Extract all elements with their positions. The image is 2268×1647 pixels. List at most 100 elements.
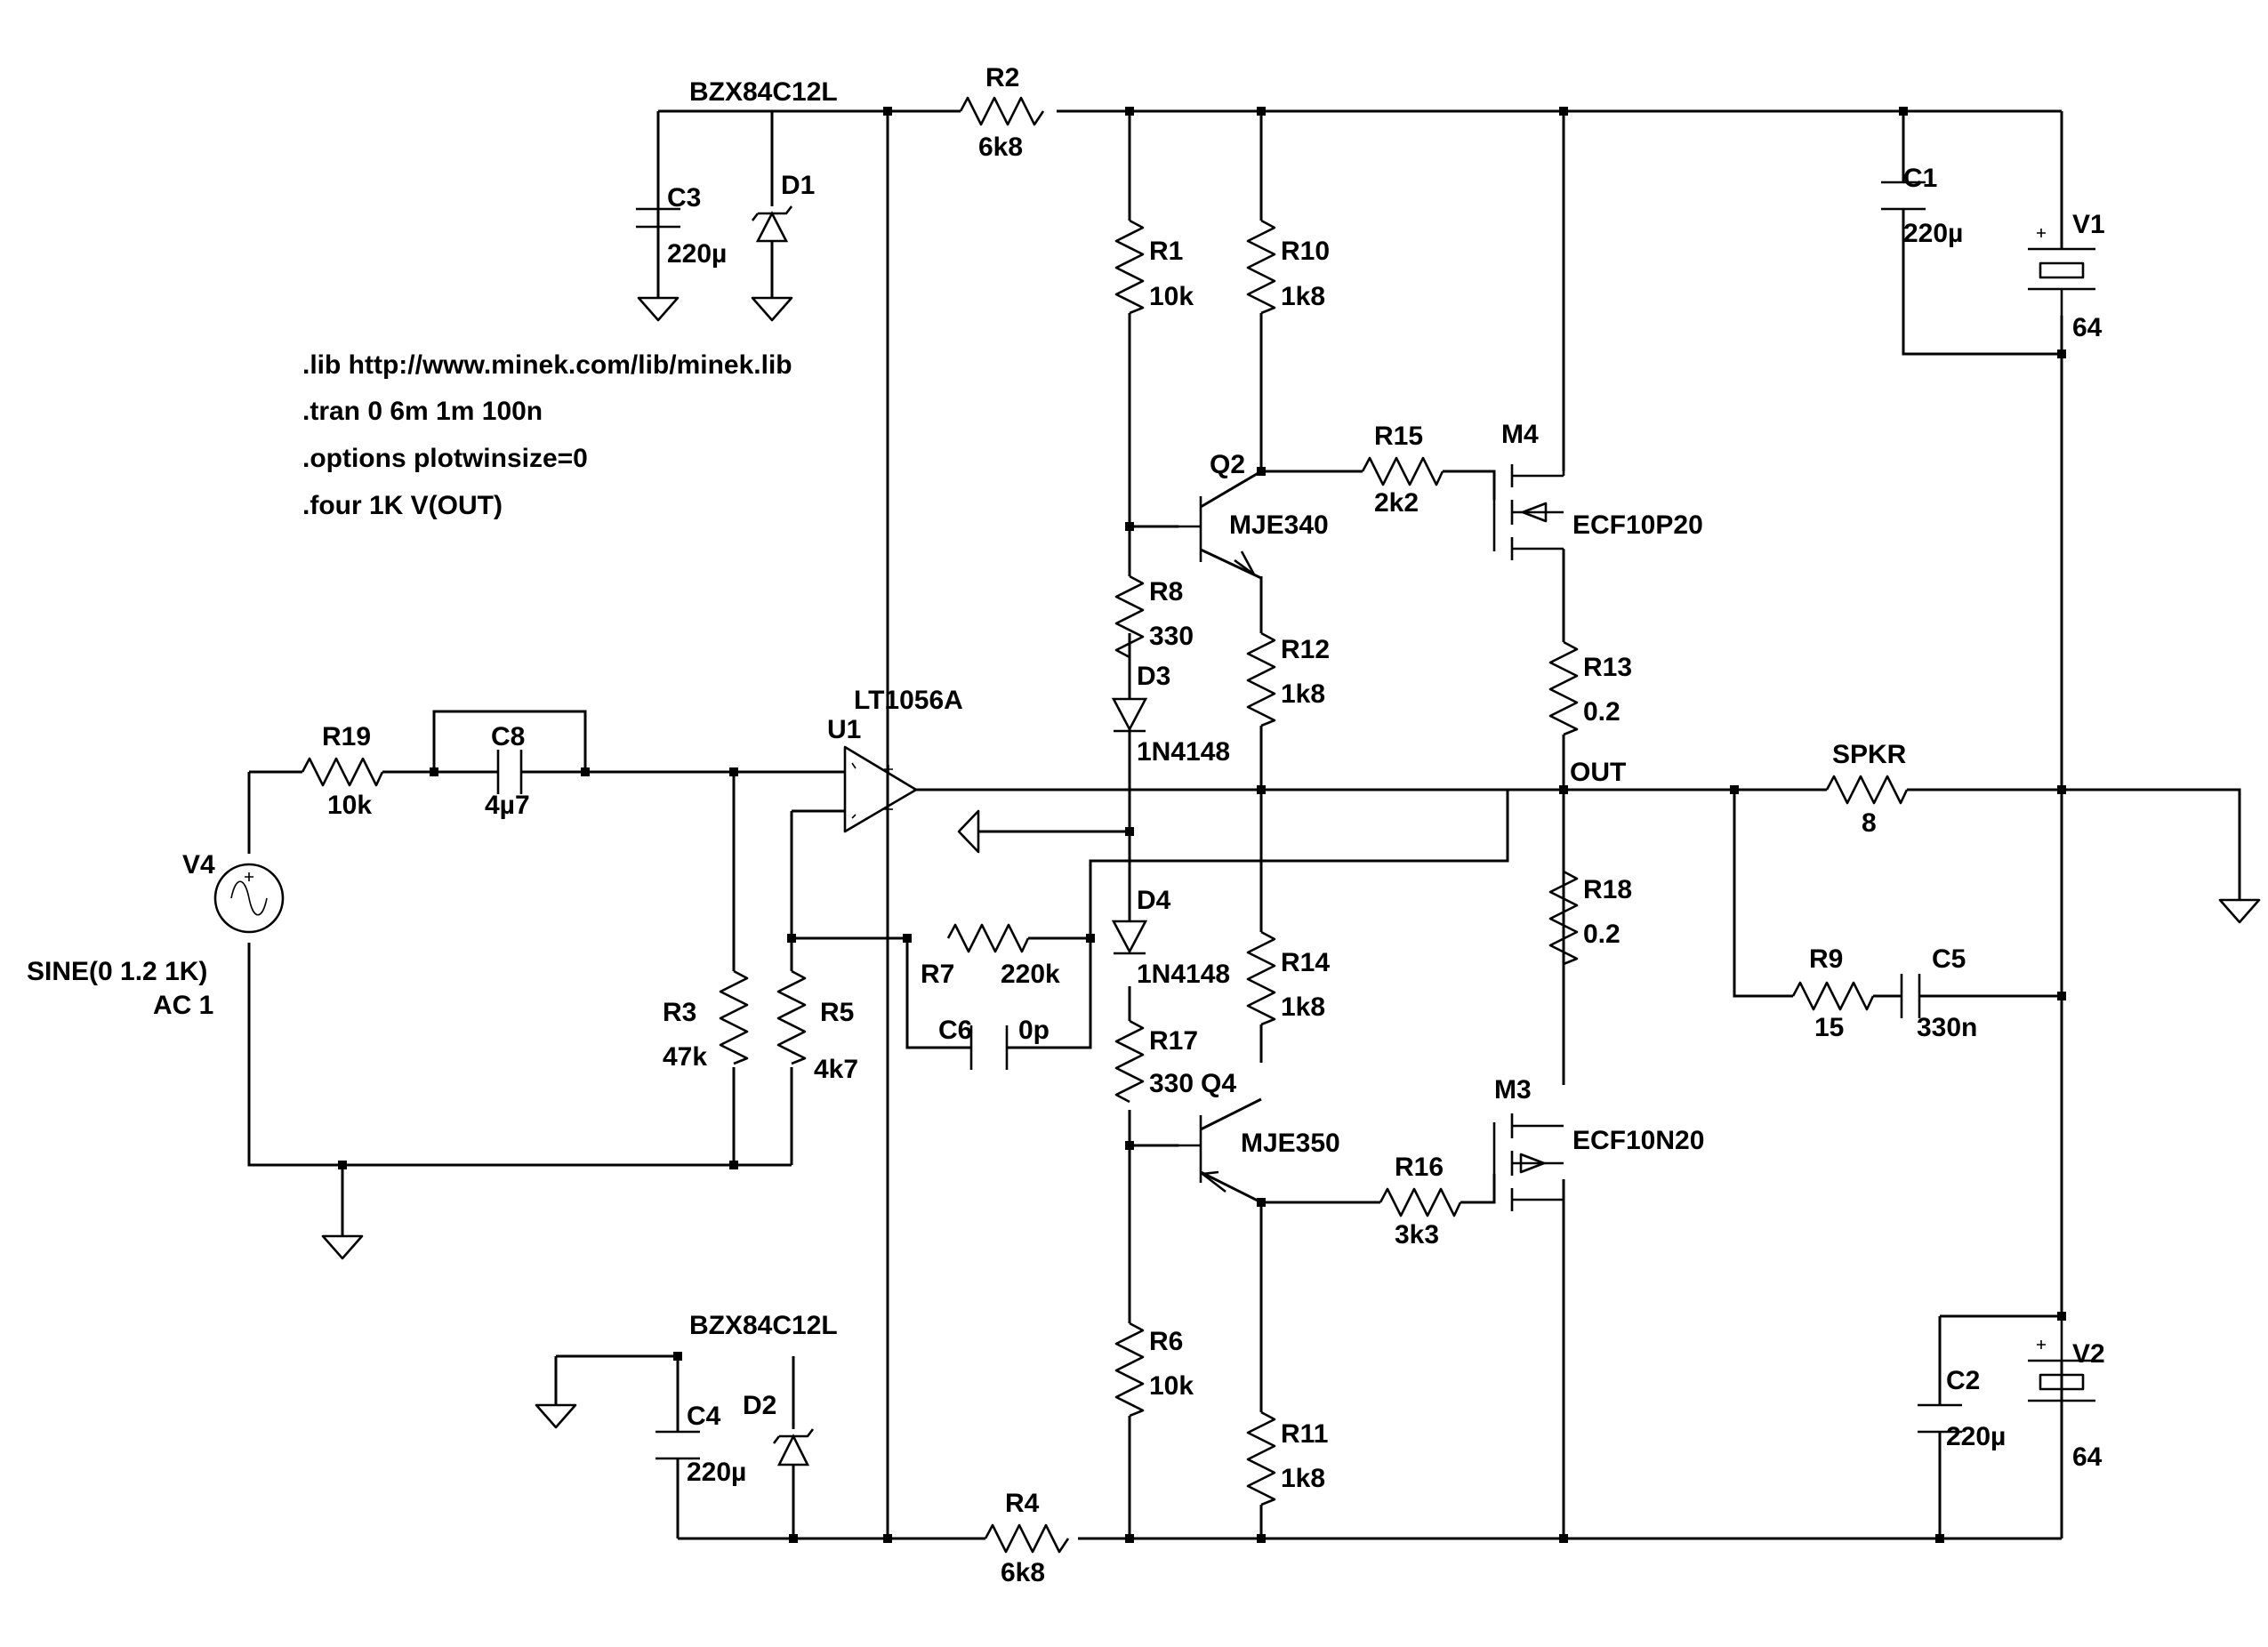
c2-ref: C2 <box>1946 1366 1980 1395</box>
r9-body <box>1791 981 1875 1011</box>
d3-body <box>1111 697 1148 732</box>
r9-ref: R9 <box>1809 944 1843 974</box>
r11-value: 1k8 <box>1281 1464 1325 1493</box>
r18-body <box>1548 870 1579 966</box>
r2-ref: R2 <box>985 63 1019 92</box>
m4-ref: M4 <box>1501 420 1539 449</box>
c5-ref: C5 <box>1932 944 1966 974</box>
d4-value: 1N4148 <box>1137 960 1230 989</box>
c3-value: 220µ <box>667 239 727 269</box>
r8-value: 330 <box>1149 622 1194 651</box>
r3-body <box>719 969 749 1065</box>
ground-out <box>2218 898 2261 924</box>
mosfet-m3 <box>1492 1113 1564 1211</box>
u1-value: LT1056A <box>854 686 963 715</box>
r13-ref: R13 <box>1583 653 1632 682</box>
r8-body <box>1114 574 1145 659</box>
opamp-u1 <box>843 745 918 833</box>
u1-ref: U1 <box>827 715 861 744</box>
r6-ref: R6 <box>1149 1327 1183 1356</box>
labels: .lib http://www.minek.com/lib/minek.lib … <box>27 63 2105 1587</box>
spkr-body <box>1825 775 1909 805</box>
r17-body <box>1114 1019 1145 1104</box>
ground-c3 <box>637 296 680 322</box>
r4-value: 6k8 <box>1001 1558 1045 1587</box>
m3-ref: M3 <box>1494 1075 1532 1105</box>
r19-value: 10k <box>327 791 372 820</box>
r15-body <box>1361 456 1444 486</box>
buffer-symbol <box>957 809 980 854</box>
bjt-q2 <box>1178 496 1256 576</box>
r17-ref: R17 <box>1149 1026 1198 1056</box>
c2-value: 220µ <box>1946 1422 2006 1451</box>
r8-ref: R8 <box>1149 577 1183 607</box>
r3-value: 47k <box>663 1042 707 1072</box>
c8-body <box>496 750 523 794</box>
r13-value: 0.2 <box>1583 697 1621 727</box>
v1-value: 64 <box>2072 313 2103 342</box>
junctions <box>338 107 2066 1543</box>
q4-value: MJE350 <box>1241 1129 1340 1158</box>
c6-body <box>969 1025 1009 1070</box>
r2-value: 6k8 <box>978 133 1023 162</box>
v2-value: 64 <box>2072 1442 2103 1472</box>
c5-value: 330n <box>1917 1013 1977 1042</box>
r16-value: 3k3 <box>1395 1220 1439 1249</box>
r19-body <box>301 757 384 787</box>
r10-body <box>1246 219 1276 315</box>
r1-value: 10k <box>1149 282 1194 311</box>
r15-ref: R15 <box>1374 422 1423 451</box>
sine-source-v4 <box>213 863 285 934</box>
d1-ref: D1 <box>781 171 815 200</box>
c2-body <box>1918 1403 1962 1434</box>
directive-options: .options plotwinsize=0 <box>302 444 588 473</box>
r18-value: 0.2 <box>1583 920 1621 949</box>
r15-value: 2k2 <box>1374 488 1419 518</box>
r14-body <box>1246 930 1276 1026</box>
c1-ref: C1 <box>1903 164 1937 193</box>
r7-body <box>946 923 1030 953</box>
d2-value: BZX84C12L <box>689 1311 838 1340</box>
q2-ref: Q2 <box>1210 450 1245 479</box>
directive-four: .four 1K V(OUT) <box>302 491 503 520</box>
resistors <box>301 96 1909 1554</box>
battery-v1 <box>2028 229 2095 316</box>
r11-ref: R11 <box>1281 1419 1328 1449</box>
d1-body <box>755 211 789 243</box>
r12-body <box>1246 631 1276 727</box>
d3-ref: D3 <box>1137 662 1170 691</box>
r17-value: 330 <box>1149 1069 1194 1098</box>
d2-ref: D2 <box>743 1391 776 1420</box>
r14-ref: R14 <box>1281 948 1330 977</box>
d4-ref: D4 <box>1137 886 1171 915</box>
ground-v4 <box>321 1234 364 1260</box>
diodes <box>751 205 1148 1466</box>
out-net-label: OUT <box>1570 758 1626 787</box>
c6-value: 0p <box>1018 1016 1050 1045</box>
v2-ref: V2 <box>2072 1339 2105 1369</box>
r10-ref: R10 <box>1281 237 1330 266</box>
r12-ref: R12 <box>1281 635 1330 664</box>
r3-ref: R3 <box>663 998 696 1027</box>
capacitors <box>496 111 1962 1460</box>
c1-body <box>1881 181 1926 211</box>
r10-value: 1k8 <box>1281 282 1325 311</box>
r1-ref: R1 <box>1149 237 1183 266</box>
r16-body <box>1379 1187 1462 1217</box>
c6-ref: C6 <box>938 1016 972 1045</box>
d3-value: 1N4148 <box>1137 737 1230 767</box>
m4-value: ECF10P20 <box>1572 510 1703 540</box>
c4-value: 220µ <box>687 1458 746 1487</box>
spkr-ref: SPKR <box>1832 740 1907 769</box>
r6-value: 10k <box>1149 1371 1194 1401</box>
c4-body <box>655 1430 700 1460</box>
q4-ref: Q4 <box>1201 1069 1236 1098</box>
wires <box>247 109 2241 1540</box>
v4-value: SINE(0 1.2 1K) <box>27 957 207 986</box>
r9-value: 15 <box>1814 1013 1844 1042</box>
r7-value: 220k <box>1001 960 1060 989</box>
r11-body <box>1246 1410 1276 1506</box>
r5-ref: R5 <box>820 998 854 1027</box>
d4-body <box>1111 920 1148 954</box>
